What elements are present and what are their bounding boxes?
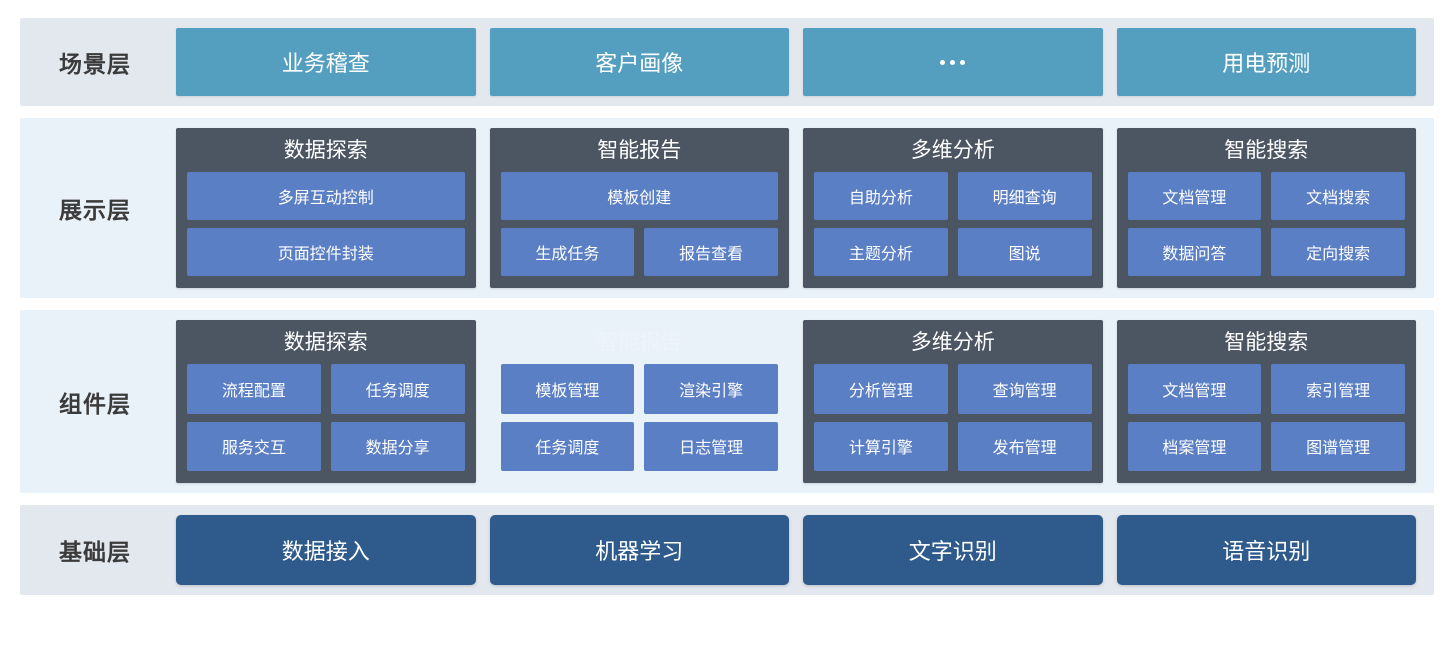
chip-主题分析[interactable]: 主题分析: [814, 228, 948, 276]
card-scenario-用电预测[interactable]: 用电预测: [1116, 28, 1416, 96]
chip-row: 服务交互数据分享: [187, 421, 465, 471]
layer-row-base: 基础层 数据接入 机器学习 文字识别 语音识别: [20, 505, 1434, 595]
card-title: 业务稽查: [281, 51, 370, 76]
chip-定向搜索[interactable]: 定向搜索: [1271, 228, 1405, 276]
chip-明细查询[interactable]: 明细查询: [957, 172, 1092, 221]
chip-图谱管理[interactable]: 图谱管理: [1271, 421, 1405, 471]
card-title: 数据接入: [281, 539, 370, 564]
layer-row-display: 展示层数据探索多屏互动控制页面控件封装智能报告模板创建生成任务报告查看多维分析自…: [20, 118, 1434, 298]
chip-list: 多屏互动控制页面控件封装: [187, 172, 465, 276]
chip-list: 模板创建生成任务报告查看: [500, 172, 778, 276]
chip-日志管理[interactable]: 日志管理: [644, 421, 778, 471]
chip-文档管理[interactable]: 文档管理: [1127, 364, 1262, 414]
layer-label-scenario: 场景层: [59, 51, 131, 77]
layer-label-base: 基础层: [59, 539, 131, 565]
card-title: 机器学习: [595, 539, 684, 564]
chip-row: 生成任务报告查看: [500, 228, 778, 276]
chip-数据问答[interactable]: 数据问答: [1127, 228, 1262, 276]
chip-分析管理[interactable]: 分析管理: [814, 364, 948, 414]
chip-多屏互动控制[interactable]: 多屏互动控制: [187, 172, 465, 221]
chip-图说[interactable]: 图说: [957, 228, 1092, 276]
group-card-title: 智能报告: [597, 139, 682, 162]
group-card-component-智能搜索[interactable]: 智能搜索文档管理索引管理档案管理图谱管理: [1116, 320, 1416, 483]
chip-list: 自助分析明细查询主题分析图说: [814, 172, 1092, 276]
chip-row: 档案管理图谱管理: [1127, 421, 1405, 471]
card-base-数据接入[interactable]: 数据接入: [176, 515, 476, 585]
chip-索引管理[interactable]: 索引管理: [1271, 364, 1405, 414]
chip-发布管理[interactable]: 发布管理: [957, 421, 1092, 471]
card-base-机器学习[interactable]: 机器学习: [489, 515, 789, 585]
layer-cards-component: 数据探索流程配置任务调度服务交互数据分享智能报告模板管理渲染引擎任务调度日志管理…: [170, 310, 1434, 493]
card-title: 客户画像: [595, 51, 684, 76]
chip-计算引擎[interactable]: 计算引擎: [814, 421, 948, 471]
chip-文档搜索[interactable]: 文档搜索: [1271, 172, 1405, 221]
group-card-title: 数据探索: [283, 331, 368, 354]
layer-label-display: 展示层: [59, 197, 131, 223]
chip-流程配置[interactable]: 流程配置: [187, 364, 321, 414]
group-card-component-智能报告[interactable]: 智能报告模板管理渲染引擎任务调度日志管理: [490, 320, 790, 483]
card-title: 文字识别: [908, 539, 997, 564]
chip-row: 数据问答定向搜索: [1127, 228, 1405, 276]
chip-list: 分析管理查询管理计算引擎发布管理: [814, 364, 1092, 471]
more-ellipsis-icon: [940, 59, 966, 65]
chip-row: 分析管理查询管理: [814, 364, 1092, 414]
chip-row: 自助分析明细查询: [814, 172, 1092, 221]
card-title: 用电预测: [1222, 51, 1311, 76]
group-card-component-多维分析[interactable]: 多维分析分析管理查询管理计算引擎发布管理: [803, 320, 1103, 483]
chip-页面控件封装[interactable]: 页面控件封装: [187, 228, 465, 276]
card-scenario-业务稽查[interactable]: 业务稽查: [176, 28, 476, 96]
chip-自助分析[interactable]: 自助分析: [814, 172, 948, 221]
group-card-title: 智能搜索: [1224, 331, 1309, 354]
chip-服务交互[interactable]: 服务交互: [187, 421, 321, 471]
chip-row: 多屏互动控制: [187, 172, 465, 221]
chip-任务调度[interactable]: 任务调度: [330, 364, 465, 414]
layer-row-component: 组件层数据探索流程配置任务调度服务交互数据分享智能报告模板管理渲染引擎任务调度日…: [20, 310, 1434, 493]
chip-查询管理[interactable]: 查询管理: [957, 364, 1092, 414]
chip-数据分享[interactable]: 数据分享: [330, 421, 465, 471]
chip-生成任务[interactable]: 生成任务: [500, 228, 635, 276]
card-title: 语音识别: [1222, 539, 1311, 564]
chip-模板创建[interactable]: 模板创建: [500, 172, 778, 221]
group-card-title: 多维分析: [910, 331, 995, 354]
group-card-display-智能搜索[interactable]: 智能搜索文档管理文档搜索数据问答定向搜索: [1116, 128, 1416, 288]
group-card-title: 数据探索: [283, 139, 368, 162]
layer-cards-scenario: 业务稽查 客户画像 用电预测: [170, 18, 1434, 106]
chip-任务调度[interactable]: 任务调度: [500, 421, 635, 471]
group-card-title: 多维分析: [910, 139, 995, 162]
layer-row-scenario: 场景层 业务稽查 客户画像 用电预测: [20, 18, 1434, 106]
layer-cards-base: 数据接入 机器学习 文字识别 语音识别: [170, 505, 1434, 595]
group-card-title: 智能报告: [597, 331, 682, 354]
group-card-title: 智能搜索: [1224, 139, 1309, 162]
chip-row: 流程配置任务调度: [187, 364, 465, 414]
chip-list: 文档管理文档搜索数据问答定向搜索: [1127, 172, 1405, 276]
chip-list: 模板管理渲染引擎任务调度日志管理: [500, 364, 778, 471]
chip-row: 模板管理渲染引擎: [500, 364, 778, 414]
group-card-display-数据探索[interactable]: 数据探索多屏互动控制页面控件封装: [176, 128, 476, 288]
group-card-display-智能报告[interactable]: 智能报告模板创建生成任务报告查看: [489, 128, 789, 288]
chip-报告查看[interactable]: 报告查看: [644, 228, 778, 276]
chip-row: 计算引擎发布管理: [814, 421, 1092, 471]
card-base-语音识别[interactable]: 语音识别: [1116, 515, 1416, 585]
card-base-文字识别[interactable]: 文字识别: [803, 515, 1103, 585]
chip-row: 主题分析图说: [814, 228, 1092, 276]
chip-模板管理[interactable]: 模板管理: [500, 364, 635, 414]
group-card-display-多维分析[interactable]: 多维分析自助分析明细查询主题分析图说: [803, 128, 1103, 288]
chip-row: 模板创建: [500, 172, 778, 221]
card-scenario-客户画像[interactable]: 客户画像: [489, 28, 789, 96]
chip-渲染引擎[interactable]: 渲染引擎: [644, 364, 778, 414]
group-card-component-数据探索[interactable]: 数据探索流程配置任务调度服务交互数据分享: [176, 320, 476, 483]
chip-档案管理[interactable]: 档案管理: [1127, 421, 1262, 471]
card-scenario-...[interactable]: [803, 28, 1103, 96]
chip-row: 文档管理文档搜索: [1127, 172, 1405, 221]
chip-list: 流程配置任务调度服务交互数据分享: [187, 364, 465, 471]
chip-row: 页面控件封装: [187, 228, 465, 276]
chip-row: 文档管理索引管理: [1127, 364, 1405, 414]
layer-label-component: 组件层: [59, 390, 131, 417]
chip-list: 文档管理索引管理档案管理图谱管理: [1127, 364, 1405, 471]
chip-row: 任务调度日志管理: [500, 421, 778, 471]
chip-文档管理[interactable]: 文档管理: [1127, 172, 1262, 221]
layer-cards-display: 数据探索多屏互动控制页面控件封装智能报告模板创建生成任务报告查看多维分析自助分析…: [170, 118, 1434, 298]
